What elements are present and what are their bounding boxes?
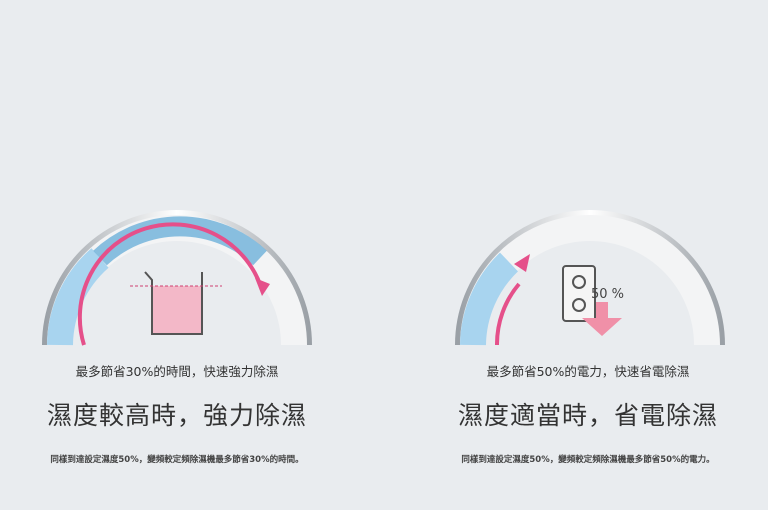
power-outlet-icon [562,265,596,322]
panel-high-humidity: 最多節省30%的時間，快速強力除濕 濕度較高時，強力除濕 同樣到達設定濕度50%… [42,210,312,465]
subtitle: 最多節省50%的電力，快速省電除濕 [486,364,690,379]
dial-moderate-humidity-illustration: 50 % [455,210,725,346]
subtitle: 最多節省30%的時間，快速強力除濕 [75,364,279,379]
beaker-icon [130,271,222,335]
headline: 濕度適當時，省電除濕 [457,401,718,430]
power-percent-label: 50 % [591,287,624,302]
footnote: 同樣到達設定濕度50%，變頻較定頻除濕機最多節省50%的電力。 [461,455,715,465]
headline: 濕度較高時，強力除濕 [46,401,307,430]
dial-high-humidity-illustration [42,210,312,346]
footnote: 同樣到達設定濕度50%，變頻較定頻除濕機最多節省30%的時間。 [50,455,304,465]
panel-moderate-humidity: 50 % 最多節省50%的電力，快速省電除濕 濕度適當時，省電除濕 同樣到達設定… [384,0,768,510]
down-arrow-icon [582,302,622,336]
arrow-icon [514,254,530,272]
arrow-icon [255,278,270,296]
